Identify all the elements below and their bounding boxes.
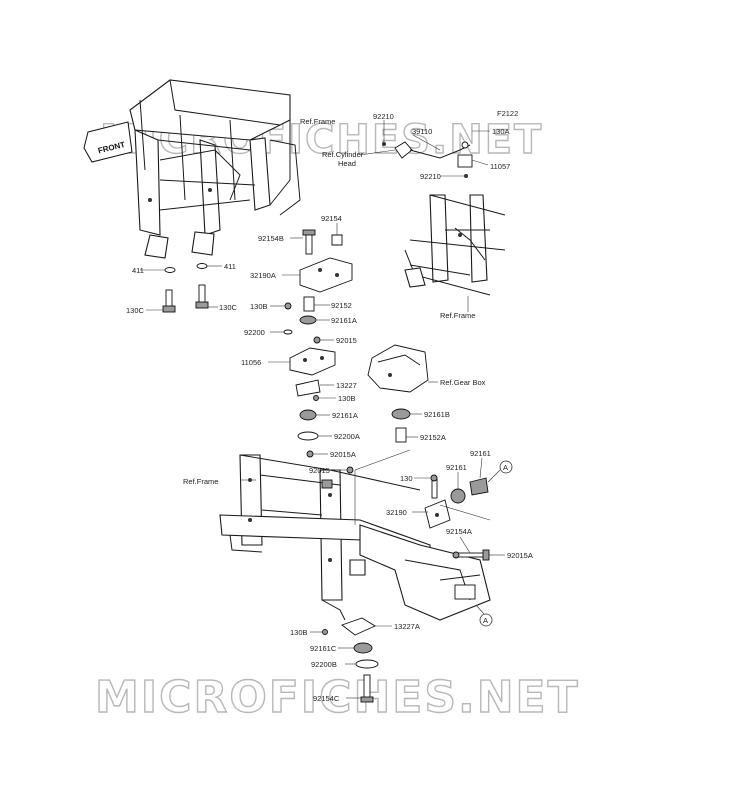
bolt-92154A bbox=[454, 536, 490, 561]
rubber-92161C bbox=[338, 642, 373, 654]
label-92161B: 92161B bbox=[424, 410, 450, 419]
washer-411-right bbox=[196, 263, 222, 269]
label-92200A: 92200A bbox=[334, 432, 360, 441]
rubber-92161B bbox=[391, 408, 422, 420]
label-92154B: 92154B bbox=[258, 234, 284, 243]
label-ref-cylinder: Ref.Cylinder bbox=[322, 150, 364, 159]
upper-frame-assembly bbox=[129, 79, 301, 259]
label-cylinder-head: Head bbox=[338, 159, 356, 168]
washer-92200 bbox=[270, 329, 293, 335]
label-92210-bot: 92210 bbox=[420, 172, 441, 181]
leader-central-2 bbox=[354, 449, 411, 471]
nut-92015A-right bbox=[452, 551, 505, 559]
bolt-130B-mid bbox=[313, 395, 336, 401]
clip-92154 bbox=[331, 223, 343, 246]
label-13227: 13227 bbox=[336, 381, 357, 390]
label-92200B: 92200B bbox=[311, 660, 337, 669]
bolt-130C-left bbox=[146, 289, 176, 313]
label-32190: 32190 bbox=[386, 508, 407, 517]
label-11056: 11056 bbox=[241, 358, 261, 367]
label-92154: 92154 bbox=[321, 214, 342, 223]
label-92161A-top: 92161A bbox=[331, 316, 357, 325]
bolt-92154C bbox=[346, 674, 374, 703]
label-92154A: 92154A bbox=[446, 527, 472, 536]
label-92015A-right: 92015A bbox=[507, 551, 533, 560]
nut-92015A-mid bbox=[306, 450, 328, 458]
label-130C-right: 130C bbox=[219, 303, 238, 312]
label-130B-top: 130B bbox=[250, 302, 268, 311]
label-ref-frame-inset: Ref.Frame bbox=[440, 311, 475, 320]
rubber-92161-left bbox=[450, 472, 466, 504]
lower-main-frame bbox=[219, 454, 491, 621]
mount-13227 bbox=[295, 379, 334, 397]
label-130B-mid: 130B bbox=[338, 394, 356, 403]
label-39110: 39110 bbox=[412, 127, 432, 136]
front-direction-badge: FRONT bbox=[83, 121, 133, 163]
label-92210-top: 92210 bbox=[373, 112, 394, 121]
washer-92200B bbox=[345, 659, 379, 669]
label-130B-bot: 130B bbox=[290, 628, 308, 637]
ref-circle-A-top bbox=[487, 460, 513, 483]
label-92152: 92152 bbox=[331, 301, 352, 310]
bolt-130B-top bbox=[270, 302, 292, 310]
label-92015-b: 92015 bbox=[309, 466, 330, 475]
label-92161-right: 92161 bbox=[470, 449, 491, 458]
label-13227A: 13227A bbox=[394, 622, 420, 631]
bolt-130 bbox=[414, 474, 438, 499]
inset-frame bbox=[404, 194, 506, 312]
label-92154C: 92154C bbox=[313, 694, 340, 703]
rubber-92161-right bbox=[469, 457, 489, 496]
bolt-92154B bbox=[290, 229, 316, 255]
collar-92152A bbox=[395, 427, 418, 443]
mount-13227A bbox=[341, 617, 392, 636]
diagram-code: F2122 bbox=[497, 109, 518, 118]
bolt-130B-bot bbox=[310, 629, 328, 635]
washer-411-left bbox=[140, 267, 176, 273]
label-92015-a: 92015 bbox=[336, 336, 357, 345]
label-130A: 130A bbox=[492, 127, 510, 136]
label-92200: 92200 bbox=[244, 328, 265, 337]
bolt-130C-right bbox=[195, 284, 218, 309]
rubber-92161A-top bbox=[299, 315, 330, 325]
label-A-top: A bbox=[503, 463, 508, 472]
label-92152A: 92152A bbox=[420, 433, 446, 442]
nut-92015-a bbox=[313, 336, 334, 344]
label-A-bot: A bbox=[483, 616, 488, 625]
label-92161C: 92161C bbox=[310, 644, 337, 653]
label-411-right: 411 bbox=[224, 262, 236, 271]
bracket-32190 bbox=[412, 499, 491, 529]
label-ref-frame-top: Ref.Frame bbox=[300, 117, 335, 126]
label-ref-gear-box: Ref.Gear Box bbox=[440, 378, 486, 387]
gear-box-mount bbox=[367, 344, 438, 393]
label-130C-left: 130C bbox=[126, 306, 145, 315]
cylinder-head-bracket-assembly bbox=[359, 120, 490, 178]
label-130: 130 bbox=[400, 474, 413, 483]
collar-92152 bbox=[303, 296, 330, 312]
label-411-left: 411 bbox=[132, 266, 144, 275]
bracket-11056 bbox=[268, 347, 336, 376]
washer-92200A bbox=[297, 431, 332, 441]
nut-92015-b bbox=[335, 466, 354, 474]
rubber-92161A-mid bbox=[299, 409, 330, 421]
label-32190A: 32190A bbox=[250, 271, 276, 280]
ref-circle-A-bot bbox=[475, 604, 493, 627]
watermark-bottom: MICROFICHES.NET bbox=[95, 672, 580, 723]
bracket-32190A bbox=[282, 257, 353, 293]
label-11057: 11057 bbox=[490, 162, 510, 171]
label-ref-frame-left: Ref.Frame bbox=[183, 477, 218, 486]
label-92015A-mid: 92015A bbox=[330, 450, 356, 459]
label-92161A-mid: 92161A bbox=[332, 411, 358, 420]
label-92161-left: 92161 bbox=[446, 463, 467, 472]
